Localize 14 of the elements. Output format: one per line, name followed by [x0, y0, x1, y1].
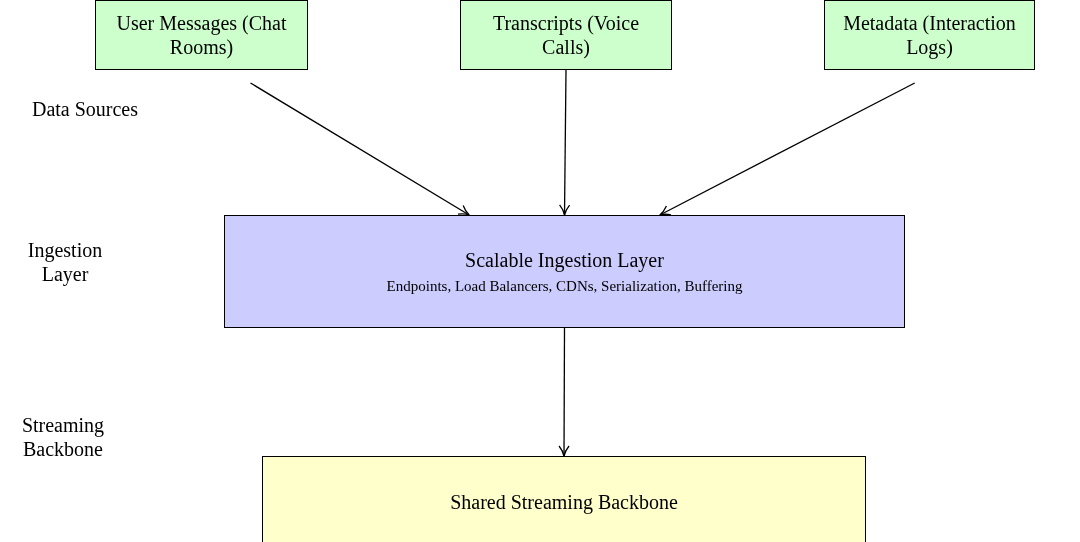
box-title: Scalable Ingestion Layer: [464, 247, 665, 272]
box-title: Metadata (Interaction Logs): [842, 11, 1017, 59]
layer-label: Data Sources: [30, 97, 140, 121]
box-title: Shared Streaming Backbone: [449, 489, 679, 514]
backbone-box: [262, 456, 866, 542]
layer-label: Streaming Backbone: [20, 413, 106, 461]
source-box: [95, 0, 308, 70]
box-title: User Messages (Chat Rooms): [115, 11, 288, 59]
process-box: [224, 215, 905, 328]
source-box: [824, 0, 1035, 70]
box-title: Transcripts (Voice Calls): [491, 11, 641, 59]
source-box: [460, 0, 672, 70]
box-subtitle: Endpoints, Load Balancers, CDNs, Serialization, Buffering: [385, 276, 744, 296]
layer-label: Ingestion Layer: [26, 238, 104, 286]
